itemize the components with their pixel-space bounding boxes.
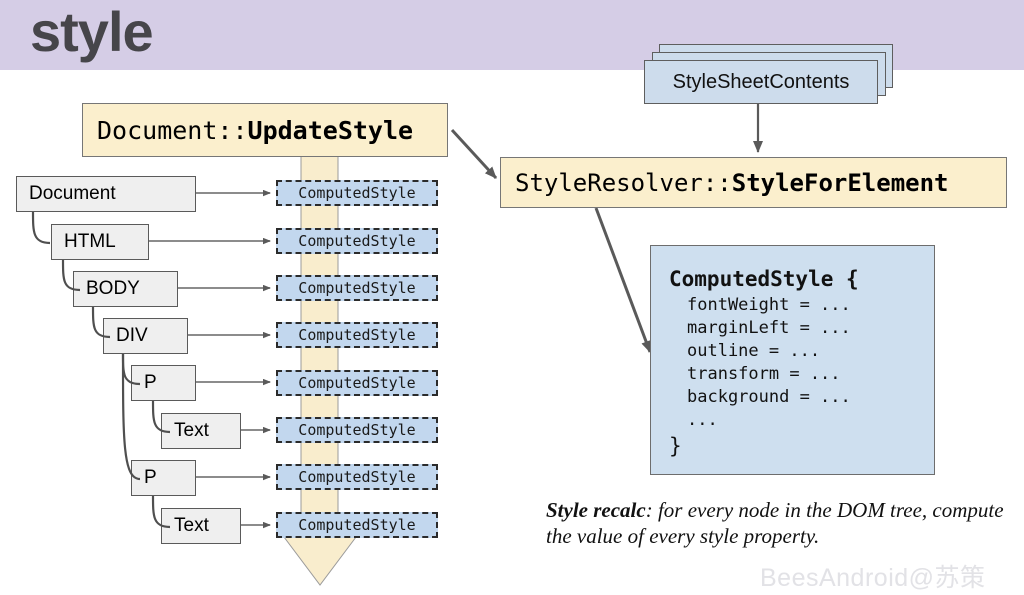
code-panel-property: ... bbox=[687, 410, 718, 430]
computed-style-row[interactable]: ComputedStyle bbox=[276, 417, 438, 443]
caption-lead: Style recalc bbox=[546, 498, 646, 522]
computed-style-code-panel: ComputedStyle { fontWeight = ... marginL… bbox=[650, 245, 935, 475]
dom-node-label: HTML bbox=[64, 231, 116, 252]
dom-node-div[interactable]: DIV bbox=[103, 318, 188, 354]
computed-style-row[interactable]: ComputedStyle bbox=[276, 464, 438, 490]
computed-style-label: ComputedStyle bbox=[298, 184, 416, 202]
caption-rest: : for every node in the DOM tree, comput… bbox=[546, 498, 1004, 548]
process-box-style-resolver[interactable]: StyleResolver::StyleForElement bbox=[500, 157, 1007, 208]
page-title: style bbox=[30, 0, 154, 63]
dom-node-document[interactable]: Document bbox=[16, 176, 196, 212]
code-panel-header: ComputedStyle { bbox=[669, 267, 859, 291]
code-panel-property: transform = ... bbox=[687, 364, 841, 384]
computed-style-label: ComputedStyle bbox=[298, 279, 416, 297]
dom-node-label: DIV bbox=[116, 325, 148, 346]
stylesheet-card-front[interactable]: StyleSheetContents bbox=[644, 60, 878, 104]
computed-style-row[interactable]: ComputedStyle bbox=[276, 228, 438, 254]
style-resolver-name: StyleForElement bbox=[731, 168, 949, 197]
update-style-prefix: Document:: bbox=[97, 115, 248, 145]
style-resolver-prefix: StyleResolver:: bbox=[515, 168, 732, 197]
dom-node-label: Document bbox=[29, 183, 116, 204]
dom-node-label: Text bbox=[174, 515, 209, 536]
computed-style-label: ComputedStyle bbox=[298, 468, 416, 486]
code-panel-property: marginLeft = ... bbox=[687, 318, 851, 338]
code-panel-property: background = ... bbox=[687, 387, 851, 407]
dom-node-text-first[interactable]: Text bbox=[161, 413, 241, 449]
computed-style-label: ComputedStyle bbox=[298, 326, 416, 344]
computed-style-label: ComputedStyle bbox=[298, 516, 416, 534]
code-panel-property: outline = ... bbox=[687, 341, 821, 361]
computed-style-row[interactable]: ComputedStyle bbox=[276, 370, 438, 396]
computed-style-row[interactable]: ComputedStyle bbox=[276, 180, 438, 206]
dom-node-label: P bbox=[144, 467, 157, 488]
code-panel-property: fontWeight = ... bbox=[687, 295, 851, 315]
stylesheet-label: StyleSheetContents bbox=[672, 70, 850, 93]
computed-style-row[interactable]: ComputedStyle bbox=[276, 322, 438, 348]
dom-node-p-second[interactable]: P bbox=[131, 460, 196, 496]
process-box-update-style[interactable]: Document::UpdateStyle bbox=[82, 103, 448, 157]
watermark: BeesAndroid@苏策 bbox=[760, 564, 986, 592]
dom-node-label: BODY bbox=[86, 278, 140, 299]
dom-node-html[interactable]: HTML bbox=[51, 224, 149, 260]
dom-node-text-second[interactable]: Text bbox=[161, 508, 241, 544]
computed-style-row[interactable]: ComputedStyle bbox=[276, 512, 438, 538]
dom-node-body[interactable]: BODY bbox=[73, 271, 178, 307]
computed-style-label: ComputedStyle bbox=[298, 421, 416, 439]
dom-node-p-first[interactable]: P bbox=[131, 365, 196, 401]
style-recalc-caption: Style recalc: for every node in the DOM … bbox=[546, 497, 1024, 549]
dom-node-label: P bbox=[144, 372, 157, 393]
computed-style-row[interactable]: ComputedStyle bbox=[276, 275, 438, 301]
computed-style-label: ComputedStyle bbox=[298, 374, 416, 392]
update-style-name: UpdateStyle bbox=[247, 115, 414, 145]
dom-node-label: Text bbox=[174, 420, 209, 441]
computed-style-label: ComputedStyle bbox=[298, 232, 416, 250]
code-panel-close-brace: } bbox=[669, 434, 682, 458]
